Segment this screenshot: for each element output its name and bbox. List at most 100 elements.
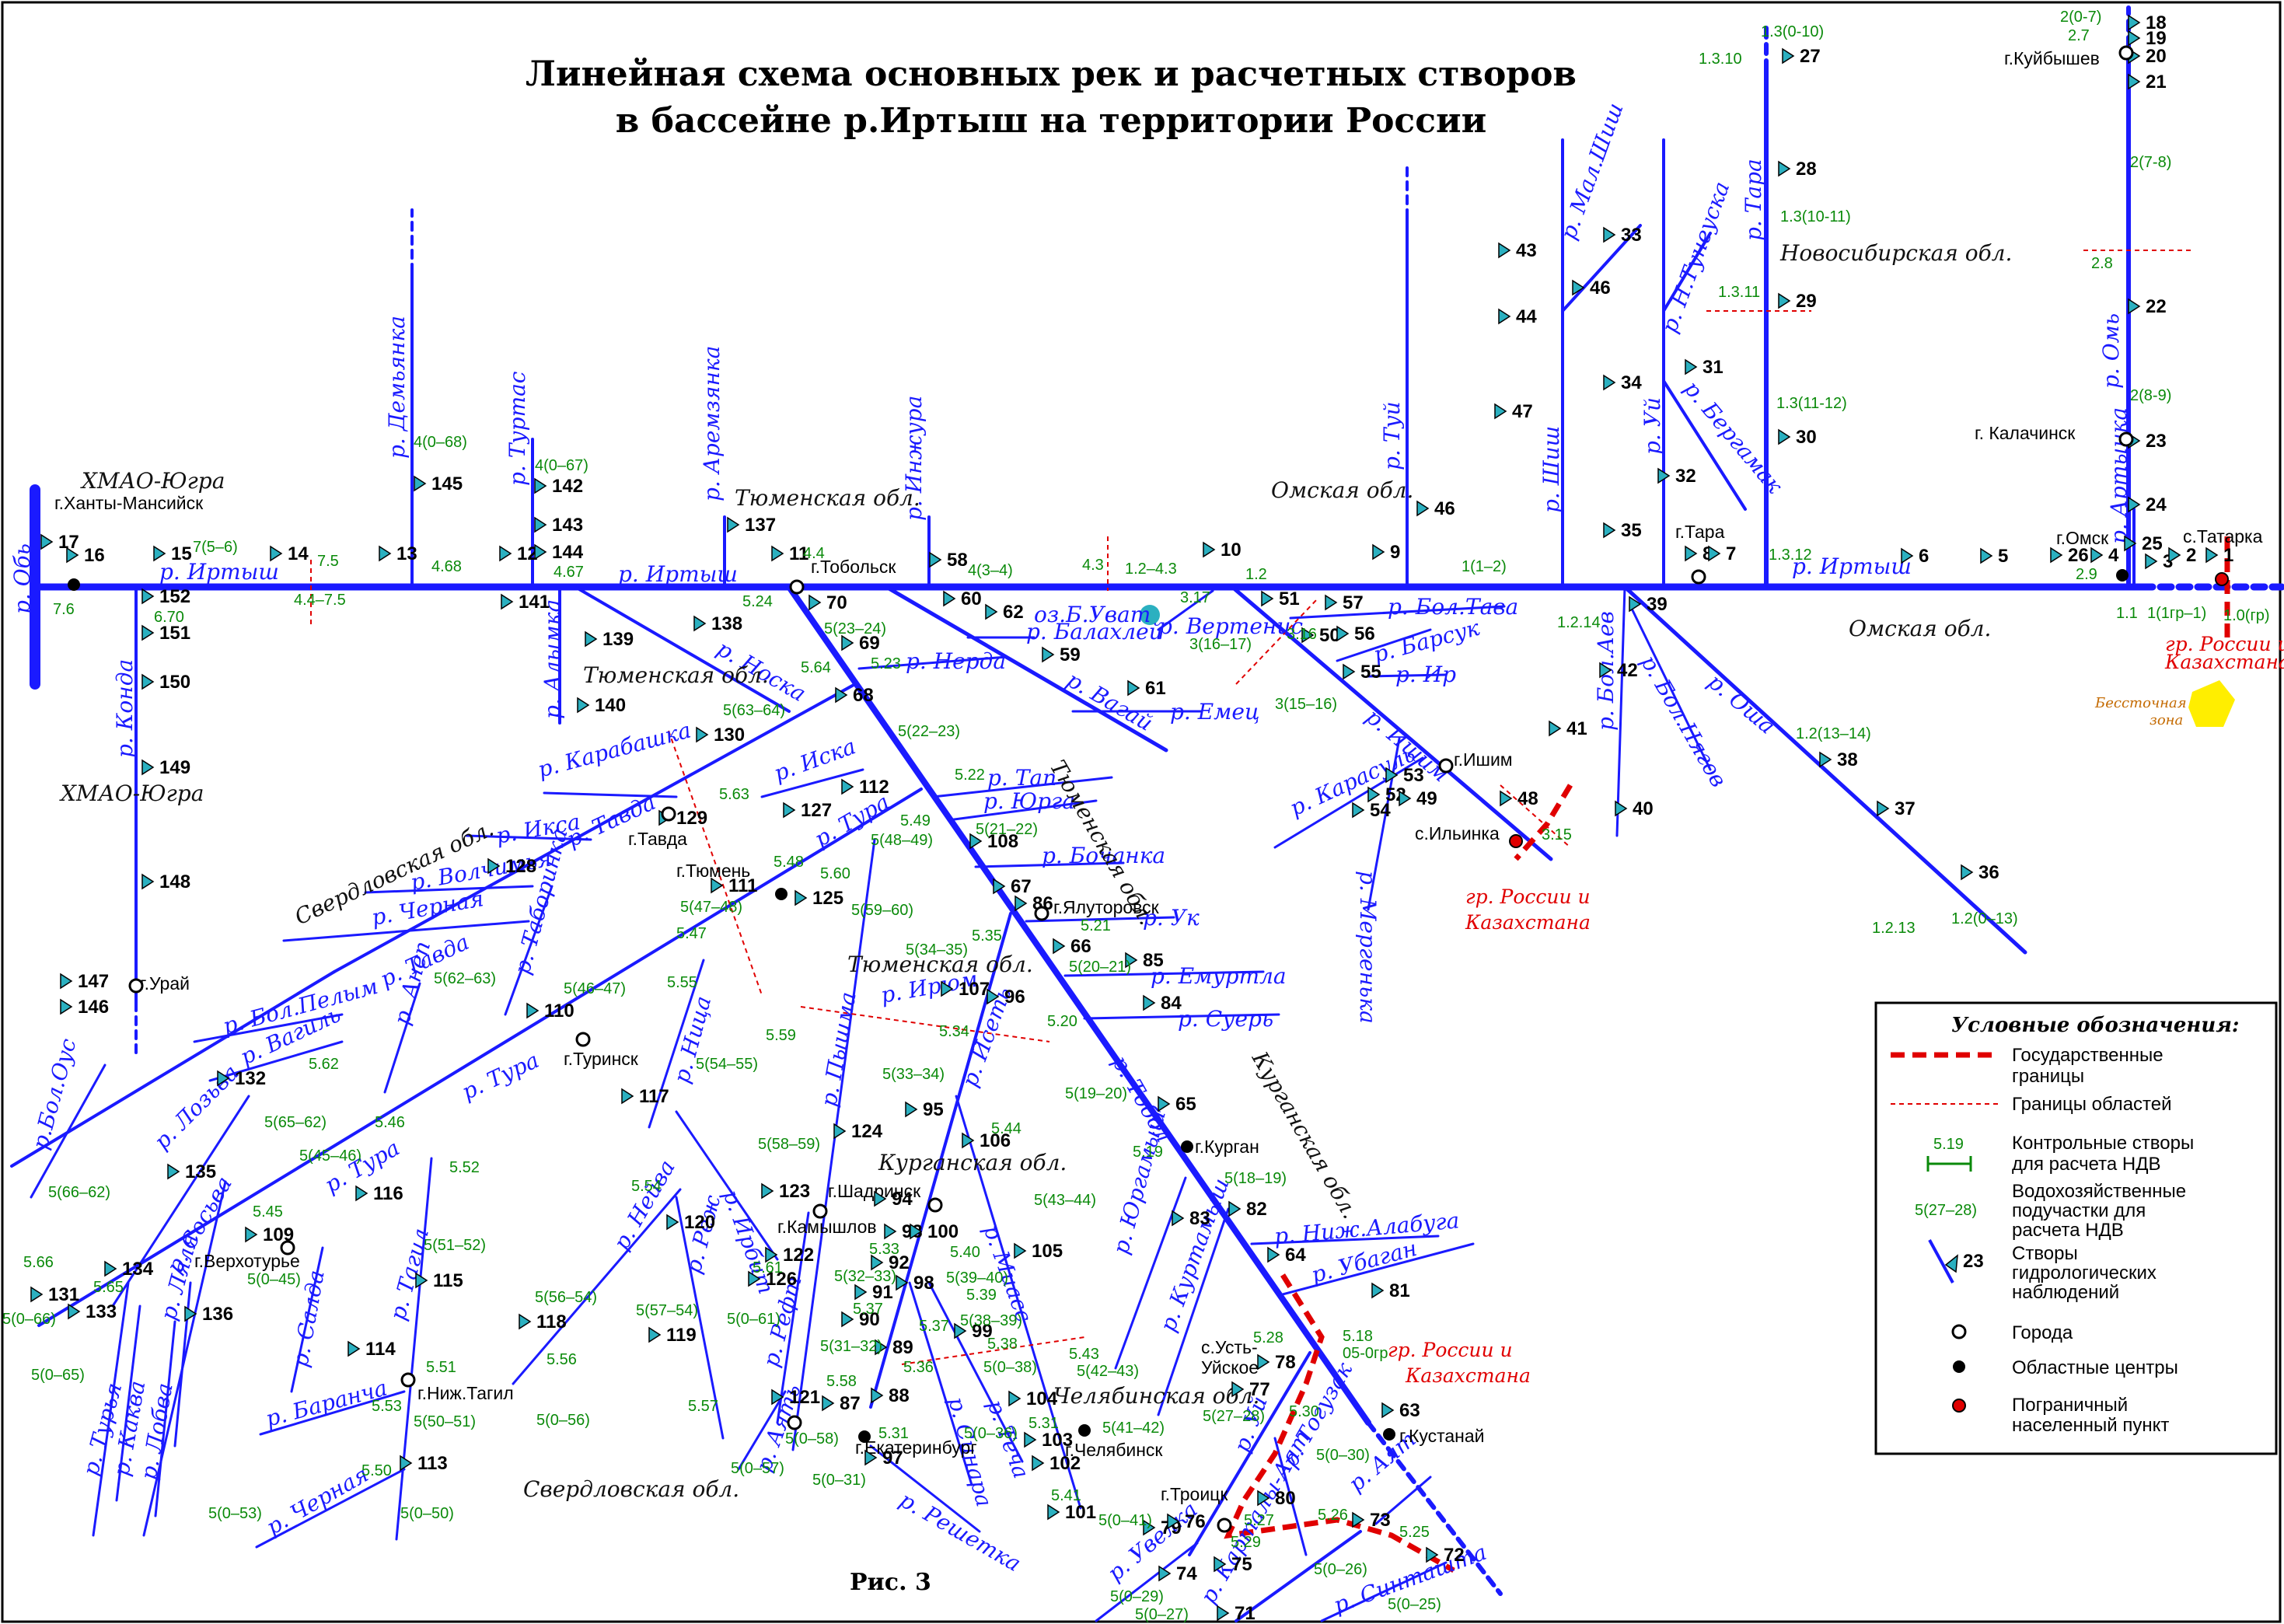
gauge-marker	[1143, 994, 1156, 1011]
control-section-label: 5(58–59)	[758, 1136, 820, 1153]
city-marker	[400, 1372, 416, 1388]
legend-gauge-label-2: гидрологических	[2012, 1263, 2157, 1283]
control-section-label: 5(39–40)	[946, 1270, 1008, 1287]
border-town-marker	[2215, 572, 2229, 586]
river-bochanka	[974, 861, 1125, 868]
gauge-number: 42	[1617, 660, 1638, 681]
gauge-marker	[355, 1185, 368, 1202]
river-ayat-south	[1374, 1476, 1432, 1525]
control-section-label: 1.2.14	[1557, 614, 1601, 631]
gauge-marker	[987, 988, 1000, 1005]
river-label-om: р. Омь	[2098, 313, 2124, 389]
gauge-marker	[1367, 786, 1381, 803]
gauge-marker	[217, 1070, 230, 1087]
city-label: с.Ильинка	[1415, 823, 1500, 843]
regional-center-marker	[1078, 1424, 1091, 1437]
gauge-number: 31	[1703, 357, 1723, 378]
regional-center-marker	[2116, 569, 2129, 581]
gauge-number: 1	[2223, 545, 2233, 566]
control-section-label: 5(47–48)	[680, 899, 742, 916]
gauge-number: 152	[159, 586, 190, 607]
gauge-marker	[2050, 547, 2063, 564]
regional-center-marker	[68, 578, 80, 591]
gauge-marker	[66, 547, 79, 564]
gauge-marker	[2124, 535, 2137, 552]
gauge-marker	[104, 1260, 117, 1277]
gauge-number: 58	[947, 550, 968, 571]
gauge-marker	[141, 624, 155, 641]
control-section-label: 5.47	[676, 925, 707, 942]
gauge-marker	[526, 1002, 540, 1019]
control-section-label: 1.3(10-11)	[1780, 208, 1851, 225]
city-label: с.Татарка	[2183, 526, 2263, 547]
control-section-label: 5(31–32)	[820, 1338, 882, 1355]
gauge-number: 75	[1231, 1554, 1252, 1575]
gauge-marker	[993, 878, 1006, 895]
gauge-number: 39	[1647, 594, 1668, 615]
zone-label: Бессточная	[2094, 695, 2187, 711]
control-section-label: 5.59	[766, 1027, 796, 1044]
control-section-label: 5.34	[939, 1023, 969, 1040]
legend-subsection-label: Водохозяйственные	[2012, 1181, 2186, 1202]
control-section-label: 2(8-9)	[2130, 387, 2171, 404]
city-label: г.Ханты-Мансийск	[54, 493, 204, 513]
control-section-label: 5(0–29)	[1110, 1588, 1164, 1605]
gauge-marker	[1782, 47, 1795, 65]
control-section-label: 5.49	[900, 812, 931, 829]
control-section-label: 5(0–56)	[536, 1412, 590, 1429]
legend-region-border-label: Границы областей	[2012, 1094, 2172, 1115]
control-section-label: 5(59–60)	[851, 902, 913, 919]
city-marker	[1034, 906, 1049, 921]
river-irbit	[675, 1110, 779, 1261]
gauge-number: 32	[1675, 466, 1696, 487]
river-salda	[290, 1246, 324, 1393]
gauge-number: 25	[2142, 533, 2163, 554]
gauge-number: 19	[2146, 28, 2167, 49]
city-marker	[812, 1203, 828, 1219]
control-section-label: 5.26	[1318, 1507, 1348, 1524]
control-section-label: 5.50	[361, 1462, 392, 1479]
control-section-label: 5.45	[253, 1203, 283, 1221]
control-section-label: 5.48	[774, 854, 804, 871]
gauge-number: 65	[1175, 1094, 1196, 1115]
gauge-number: 47	[1512, 401, 1533, 422]
control-section-label: 5.65	[93, 1279, 124, 1296]
control-section-label: 4.4–7.5	[294, 592, 346, 609]
gauge-marker	[1657, 467, 1671, 484]
city-label: г.Кустанай	[1399, 1426, 1485, 1446]
gauge-number: 41	[1566, 718, 1587, 739]
control-section-label: 1.2(0–13)	[1951, 910, 2018, 927]
river-nerda	[857, 655, 1008, 670]
river-label-irtysh3: р. Иртыш	[1792, 554, 1912, 579]
city-marker	[2118, 431, 2134, 447]
river-label-chernaya2: р. Черная	[262, 1462, 373, 1540]
control-section-label: 5.43	[1069, 1346, 1099, 1363]
gauge-number: 90	[859, 1309, 880, 1330]
control-section-label: 5(45–46)	[299, 1147, 361, 1165]
gauge-marker	[2128, 30, 2141, 47]
control-section-label: 4.67	[554, 564, 584, 581]
control-section-label: 5(62–63)	[434, 970, 496, 987]
city-marker	[927, 1197, 943, 1213]
gauge-number: 23	[2146, 431, 2167, 452]
gauge-marker	[1352, 1511, 1365, 1528]
gauge-marker	[884, 1223, 897, 1240]
control-section-label: 5(51–52)	[424, 1237, 486, 1254]
river-sinara	[908, 1281, 973, 1486]
gauge-number: 7	[1726, 543, 1736, 564]
gauge-marker	[1228, 1200, 1242, 1217]
gauge-number: 15	[171, 543, 192, 564]
gauge-number: 88	[889, 1385, 910, 1406]
gauge-marker	[60, 998, 73, 1015]
river-vagay	[884, 585, 1168, 753]
control-section-label: 1.2–4.3	[1125, 561, 1177, 578]
gauge-marker	[2128, 298, 2141, 315]
region-label: Тюменская обл.	[735, 485, 920, 511]
city-label: г.Омск	[2056, 528, 2109, 548]
river-label-shish: р. Шиш	[1538, 426, 1564, 513]
borders	[310, 250, 2230, 1573]
map-title-line1: Линейная схема основных рек и расчетных …	[526, 54, 1577, 94]
river-suer	[1083, 1013, 1280, 1020]
